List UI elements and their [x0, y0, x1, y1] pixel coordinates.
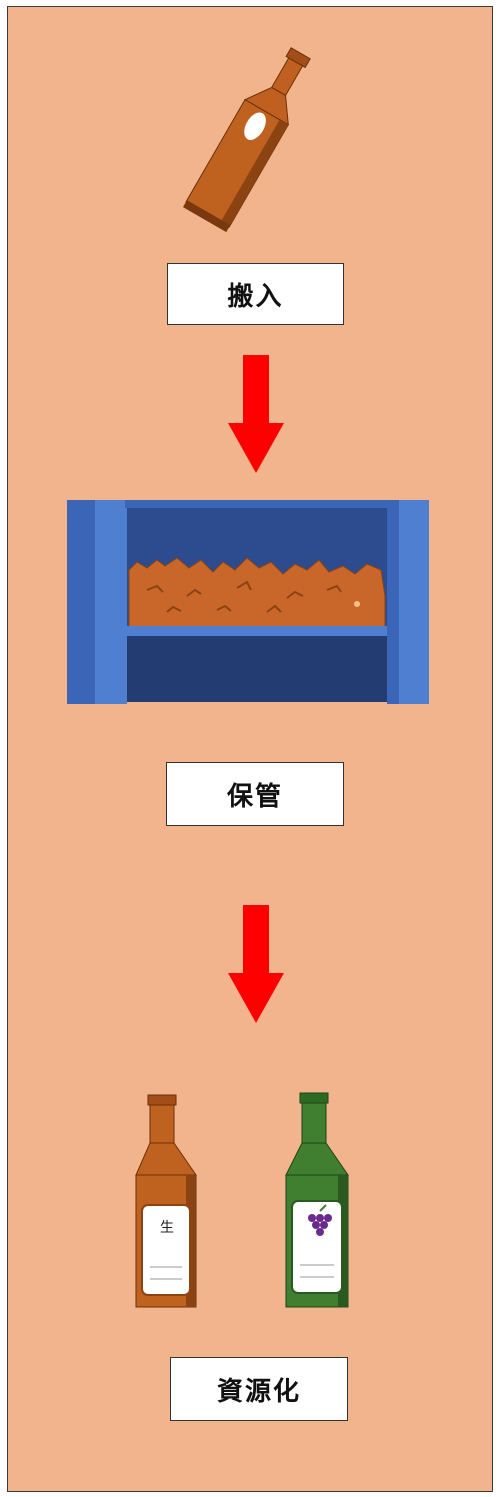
step-label-3: 資源化: [170, 1357, 348, 1421]
step-label-1: 搬入: [167, 263, 344, 325]
brown-bottle: [135, 1094, 197, 1308]
process-panel: [7, 6, 493, 1492]
bottle-label-text: 生: [160, 1220, 174, 1236]
step-label-2: 保管: [166, 762, 344, 826]
incoming-bottle: [182, 47, 311, 233]
down-arrow-1: [228, 355, 284, 473]
down-arrow-2: [228, 905, 284, 1023]
grape-icon: [308, 1204, 332, 1236]
green-bottle: [285, 1092, 349, 1308]
storage-bin: [67, 500, 429, 704]
